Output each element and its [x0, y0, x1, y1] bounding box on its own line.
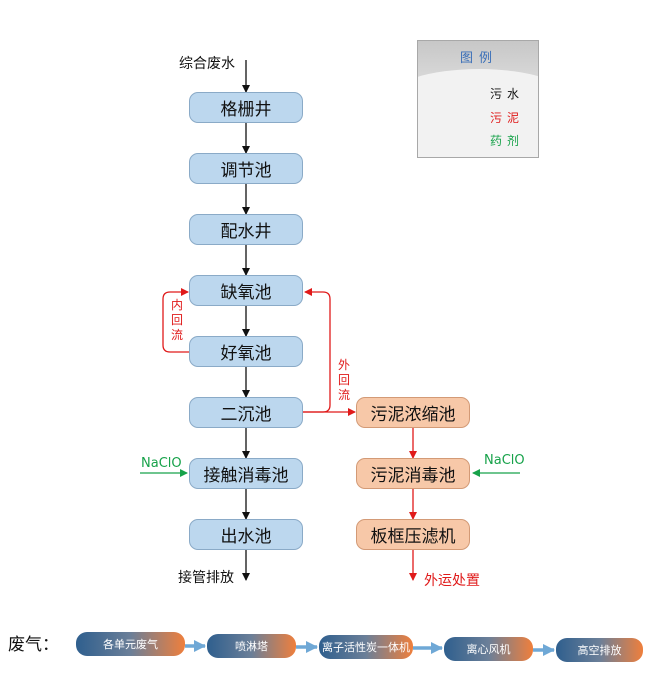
external-return-label: 外回流 — [337, 358, 350, 402]
legend: 图例 污水 污泥 药剂 — [417, 40, 539, 158]
gas-step-collection: 各单元废气 — [76, 632, 185, 656]
box-equalization-tank: 调节池 — [189, 153, 303, 184]
gas-step-high-altitude-discharge: 高空排放 — [556, 638, 643, 662]
gas-step-centrifugal-fan: 离心风机 — [444, 637, 533, 661]
box-screen-well: 格栅井 — [189, 92, 303, 123]
box-anoxic-tank: 缺氧池 — [189, 275, 303, 306]
external-return-arrow — [303, 288, 331, 413]
box-contact-disinfection-tank: 接触消毒池 — [189, 458, 303, 489]
box-plate-filter-press: 板框压滤机 — [356, 519, 470, 550]
waste-gas-label: 废气： — [8, 635, 59, 655]
box-effluent-tank: 出水池 — [189, 519, 303, 550]
box-sludge-disinfection-tank: 污泥消毒池 — [356, 458, 470, 489]
sludge-disposal-label: 外运处置 — [424, 573, 480, 589]
gas-arrows — [185, 640, 555, 656]
outflow-label: 接管排放 — [178, 570, 234, 586]
internal-return-label: 内回流 — [170, 298, 183, 342]
legend-title: 图例 — [459, 51, 498, 66]
box-sludge-thickener: 污泥浓缩池 — [356, 397, 470, 428]
box-secondary-clarifier: 二沉池 — [189, 397, 303, 428]
gas-step-ion-carbon-unit: 离子活性炭一体机 — [319, 635, 413, 659]
box-distribution-well: 配水井 — [189, 214, 303, 245]
dosing-right-label: NaClO — [484, 453, 525, 468]
gas-step-spray-tower: 喷淋塔 — [207, 634, 296, 658]
inflow-label: 综合废水 — [179, 56, 235, 72]
legend-sewage-label: 污水 — [490, 87, 525, 101]
dosing-left-label: NaClO — [141, 456, 182, 471]
sludge-arrows — [162, 288, 417, 581]
internal-return-arrow — [162, 288, 189, 353]
legend-agent-label: 药剂 — [490, 134, 525, 148]
box-aerobic-tank: 好氧池 — [189, 336, 303, 367]
legend-sludge-label: 污泥 — [490, 111, 525, 125]
